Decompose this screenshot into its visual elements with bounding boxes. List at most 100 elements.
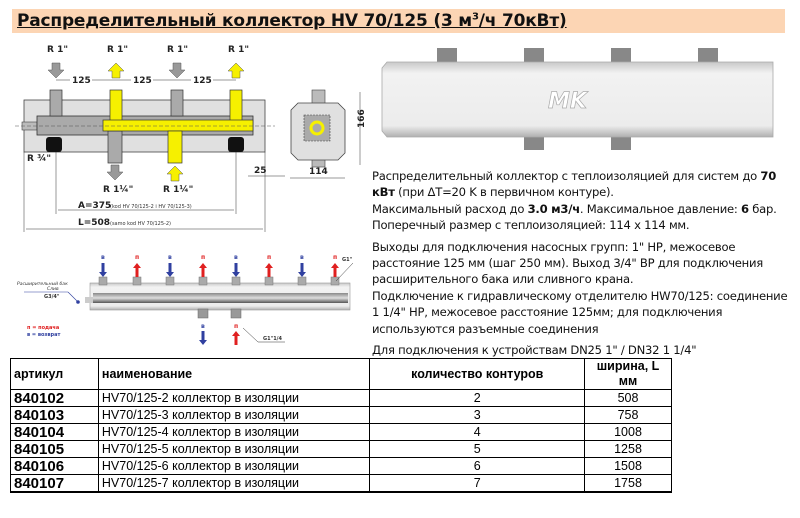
flow-label: в xyxy=(101,254,105,261)
flow-label: в xyxy=(300,254,304,261)
top-thread-label: R 1" xyxy=(47,45,68,55)
top-thread-label: R 1" xyxy=(228,45,249,55)
supply-arrow-icon xyxy=(133,263,141,277)
a-dimension: A=375 xyxy=(78,201,111,211)
outlet-nozzle xyxy=(98,276,108,286)
cell-name: HV70/125-3 коллектор в изоляции xyxy=(97,406,371,424)
drain-label: Слив xyxy=(47,286,59,292)
title-main: Распределительный коллектор HV 70/125 (3… xyxy=(17,11,472,31)
outlet-nozzle xyxy=(132,276,142,286)
cell-circuits: 4 xyxy=(369,423,586,441)
top-thread-callout: G1" xyxy=(342,257,353,263)
description-outlets: Выходы для подключения насосных групп: 1… xyxy=(372,239,764,287)
outlet-nozzle xyxy=(264,276,274,286)
supply-arrow-icon xyxy=(331,263,339,277)
flow-label: п xyxy=(135,254,139,261)
table-header: артикул наименование количество контуров… xyxy=(10,358,672,390)
drain-thread-label: R ¾" xyxy=(27,154,51,164)
top-thread-label: R 1" xyxy=(107,45,128,55)
header-width: ширина, L мм xyxy=(584,358,672,390)
bottom-thread-label: R 1¼" xyxy=(103,184,133,195)
spacing-label: 125 xyxy=(133,76,152,86)
cell-article: 840102 xyxy=(10,389,99,407)
cell-width: 508 xyxy=(584,389,672,407)
top-thread-label: R 1" xyxy=(167,45,188,55)
return-arrow-icon xyxy=(199,331,207,345)
outlet-nozzle xyxy=(231,276,241,286)
outlet-nozzle xyxy=(297,276,307,286)
header-circuits: количество контуров xyxy=(369,358,586,390)
l-dimension: L=508 xyxy=(78,218,110,228)
text: бар. xyxy=(748,201,777,216)
spacing-label: 125 xyxy=(72,76,91,86)
title-bar: Распределительный коллектор HV 70/125 (3… xyxy=(12,9,785,33)
legend-supply: п = подача xyxy=(27,325,59,331)
l-dimension-note: (samo kod HV 70/125-2) xyxy=(110,221,171,227)
power-value: 70 кВт xyxy=(372,169,777,200)
cell-name: HV70/125-4 коллектор в изоляции xyxy=(97,423,371,441)
header-article: артикул xyxy=(10,358,99,390)
cell-article: 840106 xyxy=(10,457,99,475)
bottom-nozzle xyxy=(197,308,209,319)
cell-name: HV70/125-7 коллектор в изоляции xyxy=(97,474,371,493)
cell-width: 1008 xyxy=(584,423,672,441)
return-arrow-icon xyxy=(99,263,107,277)
description-devices: Для подключения к устройствам DN25 1" / … xyxy=(372,343,697,358)
cell-name: HV70/125-5 коллектор в изоляции xyxy=(97,440,371,458)
collector-photo: MK xyxy=(381,48,774,150)
cell-circuits: 5 xyxy=(369,440,586,458)
description-flow: Максимальный расход до 3.0 м3/ч. Максима… xyxy=(372,201,792,217)
cell-name: HV70/125-2 коллектор в изоляции xyxy=(97,389,371,407)
mk-logo: MK xyxy=(548,89,589,114)
flow-label: п xyxy=(201,254,205,261)
outlet-nozzle xyxy=(330,276,340,286)
tank-thread: G3/4" xyxy=(44,294,60,300)
bottom-thread-label: R 1¼" xyxy=(163,184,193,195)
supply-arrow-icon xyxy=(199,263,207,277)
text: Распределительный коллектор с теплоизоля… xyxy=(372,169,761,183)
return-arrow-icon xyxy=(298,263,306,277)
outlet-nozzle xyxy=(198,276,208,286)
width-label: 114 xyxy=(309,167,328,177)
text: . Максимальное давление: xyxy=(579,201,741,216)
return-arrow-icon xyxy=(232,263,240,277)
cell-width: 1758 xyxy=(584,474,672,493)
supply-arrow-icon xyxy=(232,331,240,345)
pressure-value: 6 xyxy=(740,201,749,216)
header-name: наименование xyxy=(97,358,371,390)
description-connection: Подключение к гидравлическому отделителю… xyxy=(372,288,788,336)
flow-label: в xyxy=(168,254,172,261)
cell-circuits: 7 xyxy=(369,474,586,493)
bottom-nozzle xyxy=(230,308,242,319)
text: Максимальный расход до xyxy=(372,201,528,216)
side-view-drawing: R 1" R 1" R 1" R 1" 125 125 125 R ¾" R 1… xyxy=(15,45,285,232)
legend-return: в = возврат xyxy=(27,332,60,338)
cell-width: 1258 xyxy=(584,440,672,458)
flow-value: 3.0 м3/ч xyxy=(527,201,581,216)
cell-width: 1508 xyxy=(584,457,672,475)
tank-label: Расширительный бак xyxy=(17,281,68,287)
a-dimension-note: (kod HV 70/125-2 i HV 70/125-3) xyxy=(110,204,192,210)
flow-label: п xyxy=(333,254,337,261)
cell-article: 840103 xyxy=(10,406,99,424)
flow-label: п xyxy=(234,323,238,330)
title-sup: 3 xyxy=(472,11,479,23)
cell-article: 840104 xyxy=(10,423,99,441)
flow-label: в xyxy=(234,254,238,261)
description-power: Распределительный коллектор с теплоизоля… xyxy=(372,168,792,201)
supply-arrow-icon xyxy=(265,263,273,277)
front-view-drawing: 166 114 xyxy=(290,89,367,179)
outlet-nozzle xyxy=(165,276,175,286)
cell-article: 840105 xyxy=(10,440,99,458)
cell-circuits: 3 xyxy=(369,406,586,424)
cell-circuits: 2 xyxy=(369,389,586,407)
flow-label: в xyxy=(201,323,205,330)
cell-width: 758 xyxy=(584,406,672,424)
